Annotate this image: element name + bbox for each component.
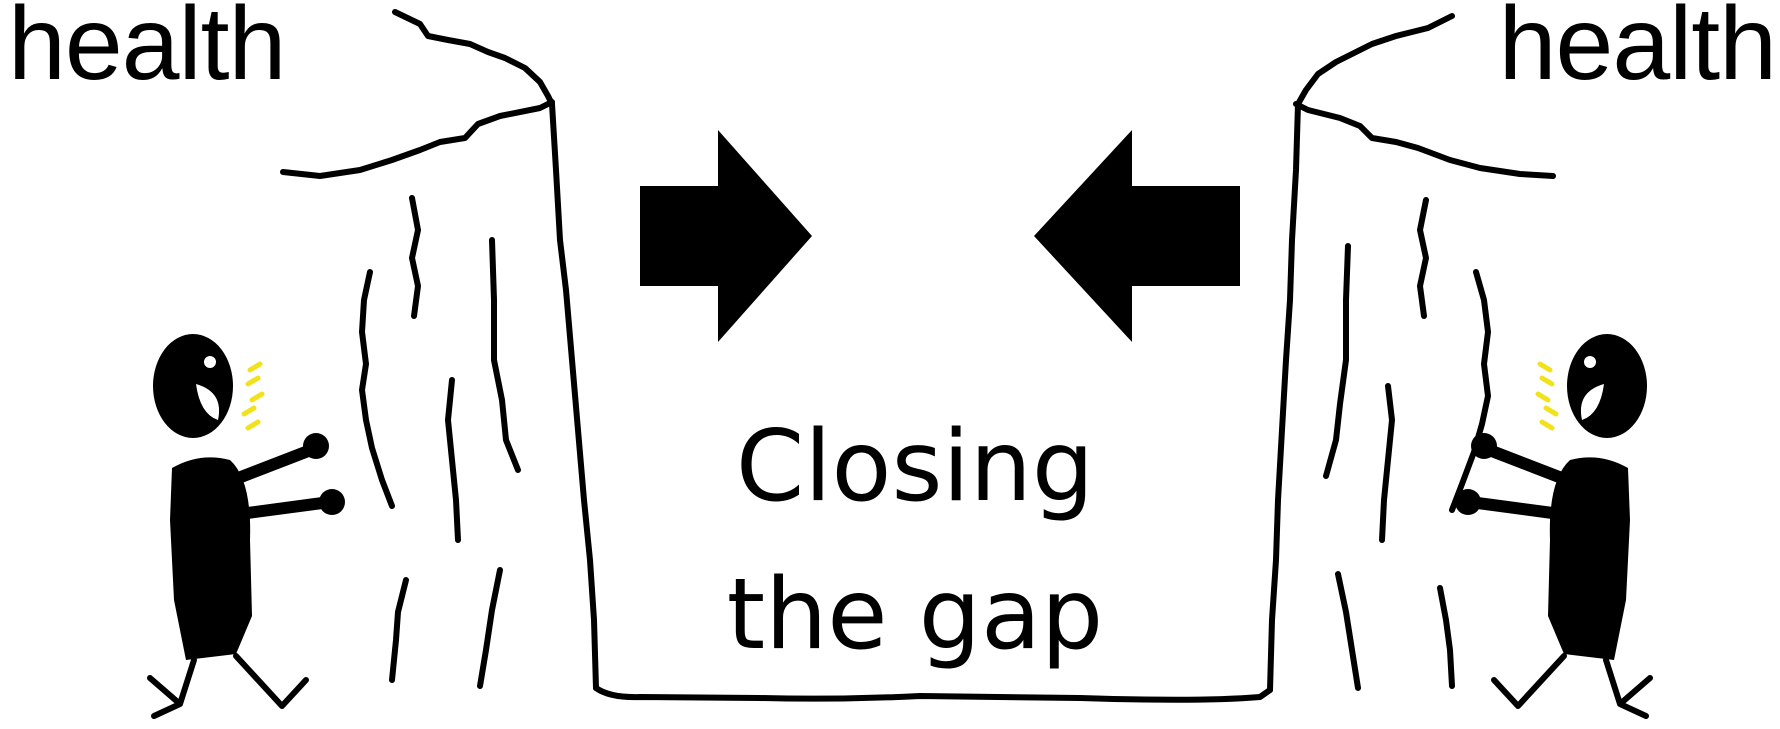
left-figure-arm-lower (234, 496, 336, 520)
right-figure-sparks (1535, 361, 1559, 431)
right-cliff-crack-6 (1335, 571, 1361, 691)
arrow-right-icon (640, 130, 812, 342)
right-figure-mouth (1580, 384, 1604, 420)
right-figure-body (1548, 457, 1630, 660)
right-cliff (1267, 13, 1556, 693)
left-cliff-peak-ridge (392, 9, 555, 107)
left-cliff-face-edge (549, 101, 599, 691)
left-figure-body (170, 457, 252, 660)
right-cliff-face-edge (1267, 101, 1301, 693)
right-figure-hand-lower (1455, 489, 1481, 515)
right-figure-arm-upper (1478, 442, 1578, 488)
left-cliff-top-edge (280, 99, 555, 179)
right-figure-hand-upper (1471, 433, 1497, 459)
left-cliff-crack-4 (445, 377, 461, 543)
left-figure-head (153, 334, 233, 438)
left-figure-arm-upper (222, 442, 322, 488)
right-cliff-peak-ridge (1295, 13, 1455, 107)
left-figure-hand-lower (319, 489, 345, 515)
left-figure-leg-left (147, 657, 197, 719)
right-figure-eye (1584, 356, 1596, 368)
caption-the-gap: the gap (726, 558, 1104, 672)
gap-bottom-edge (593, 685, 1273, 703)
left-cliff (280, 9, 599, 691)
left-figure-leg-right (233, 653, 309, 709)
right-figure-arm-lower (1464, 496, 1566, 520)
left-cliff-crack-3 (489, 237, 521, 473)
left-figure-eye (204, 356, 216, 368)
left-figure-mouth (196, 384, 220, 420)
left-figure-sparks (241, 361, 265, 431)
right-figure-head (1567, 334, 1647, 438)
arrow-left-icon (1034, 130, 1240, 342)
right-cliff-crack-2 (1449, 269, 1491, 513)
right-figure-leg-right (1491, 653, 1567, 709)
caption-closing: Closing (735, 410, 1095, 524)
left-cliff-crack-1 (409, 195, 421, 319)
left-figure-hand-upper (303, 433, 329, 459)
left-cliff-crack-2 (359, 269, 395, 509)
right-cliff-crack-5 (1437, 585, 1455, 689)
climbing-person-right (1455, 334, 1653, 719)
right-figure-leg-left (1603, 657, 1653, 719)
left-cliff-crack-6 (477, 567, 503, 689)
right-cliff-top-edge (1293, 101, 1556, 179)
right-cliff-crack-4 (1379, 383, 1395, 543)
health-label-left: health (8, 0, 286, 102)
left-cliff-crack-5 (389, 577, 409, 683)
climbing-person-left (147, 334, 345, 719)
health-label-right: health (1498, 0, 1777, 102)
right-cliff-crack-3 (1323, 243, 1351, 479)
right-cliff-crack-1 (1417, 197, 1429, 319)
